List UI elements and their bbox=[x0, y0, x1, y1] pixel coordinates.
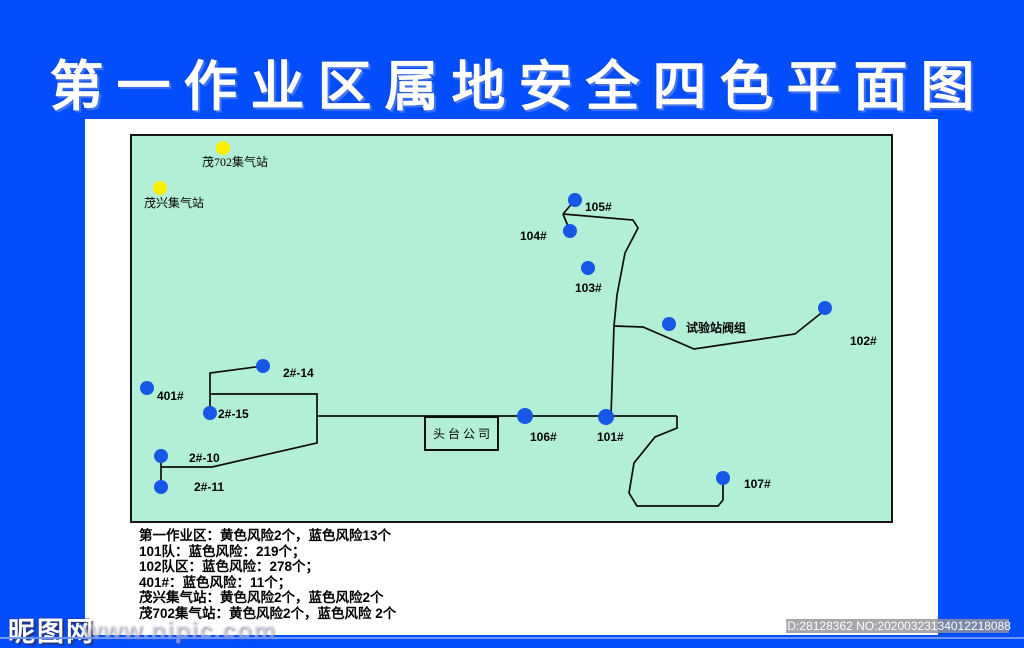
summary-line: 101队：蓝色风险：219个； bbox=[139, 543, 306, 559]
watermark-id-bar: ID:28128362 NO:20200323134012218088 bbox=[784, 619, 1011, 633]
summary-line: 茂兴集气站：黄色风险2个，蓝色风险2个 bbox=[139, 590, 384, 606]
bottom-accent-line bbox=[0, 637, 1024, 639]
risk-summary: 第一作业区：黄色风险2个，蓝色风险13个 101队：蓝色风险：219个； 102… bbox=[139, 528, 396, 622]
map-area bbox=[130, 134, 893, 523]
page-title: 第一作业区属地安全四色平面图 bbox=[49, 57, 988, 117]
watermark-site-url: www.nipic.com bbox=[82, 616, 277, 644]
watermark-site-logo: 昵图网 bbox=[8, 617, 95, 647]
summary-line: 第一作业区：黄色风险2个，蓝色风险13个 bbox=[139, 528, 392, 543]
summary-line: 401#：蓝色风险：11个； bbox=[139, 574, 292, 590]
summary-line: 茂702集气站：黄色风险2个，蓝色风险 2个 bbox=[139, 605, 397, 621]
watermark-id-text: ID:28128362 NO:20200323134012218088 bbox=[784, 619, 1011, 633]
summary-line: 102队区：蓝色风险：278个； bbox=[139, 559, 320, 575]
